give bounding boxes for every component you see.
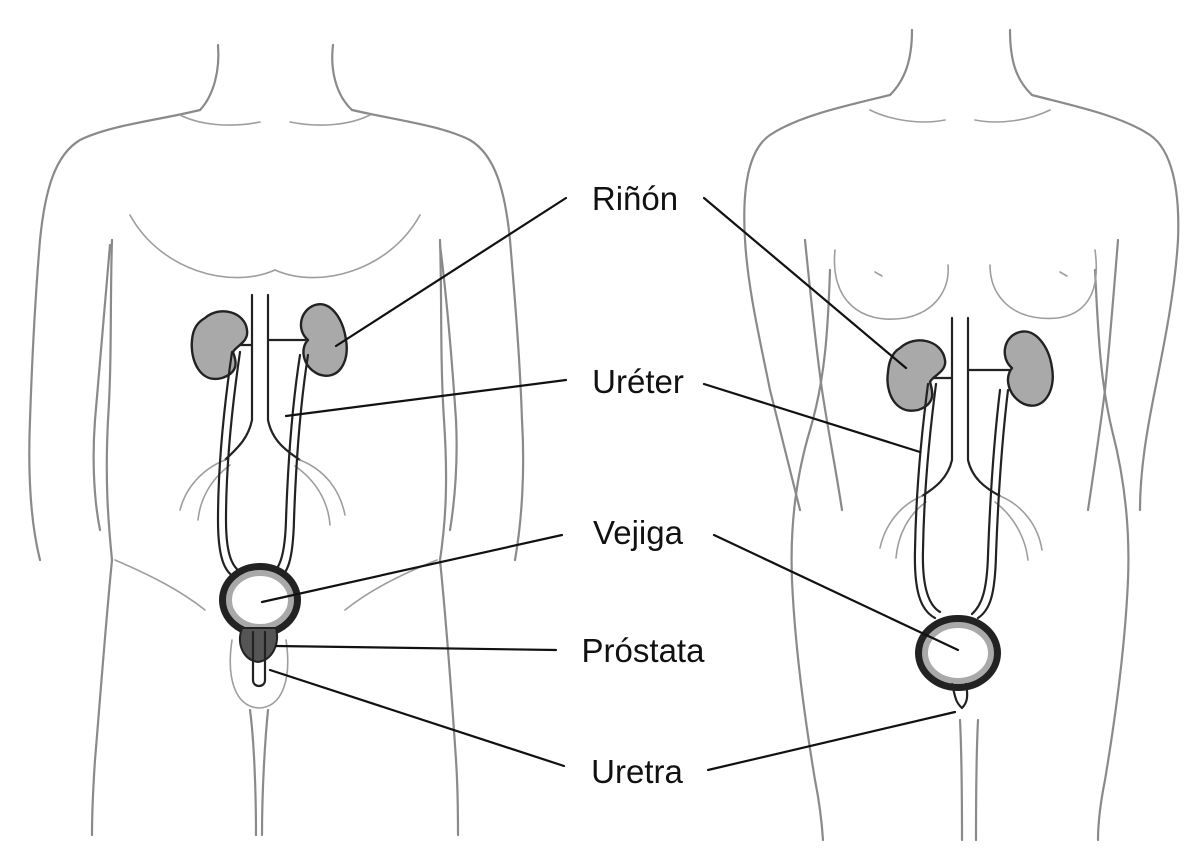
male-urethra [251,630,267,688]
female-left-kidney [886,339,947,412]
male-prostate [239,627,278,664]
leader-ureter-male [284,378,568,418]
leader-bladder-male [260,533,564,604]
labels: Riñón Uréter Vejiga Próstata Uretra [582,180,706,790]
label-kidney: Riñón [592,180,678,217]
leader-bladder-female [712,533,960,652]
male-central-vessel-right [266,293,302,462]
female-left-ureter [913,382,937,620]
male-right-ureter [266,353,302,580]
female-urinary-system [879,316,1054,710]
male-body-outline [28,43,525,837]
leader-kidney-male [334,196,568,348]
female-urethra [950,682,969,710]
female-right-kidney [1003,330,1054,407]
label-ureter: Uréter [592,363,684,400]
male-left-ureter [216,350,242,582]
label-urethra: Uretra [591,753,683,790]
leader-ureter-female [702,382,922,454]
female-central-vessel-right [966,316,1002,498]
male-urinary-system [179,293,348,688]
female-right-ureter [970,388,1002,616]
male-left-kidney [190,310,249,381]
leader-kidney-female [702,196,908,370]
female-body-outline [743,28,1180,842]
leader-urethra-male [268,668,566,768]
leader-prostate [274,644,558,652]
label-prostate: Próstata [582,632,706,669]
leader-lines [260,196,960,772]
label-bladder: Vejiga [593,514,684,551]
male-right-kidney [299,302,348,377]
leader-urethra-female [706,710,957,772]
